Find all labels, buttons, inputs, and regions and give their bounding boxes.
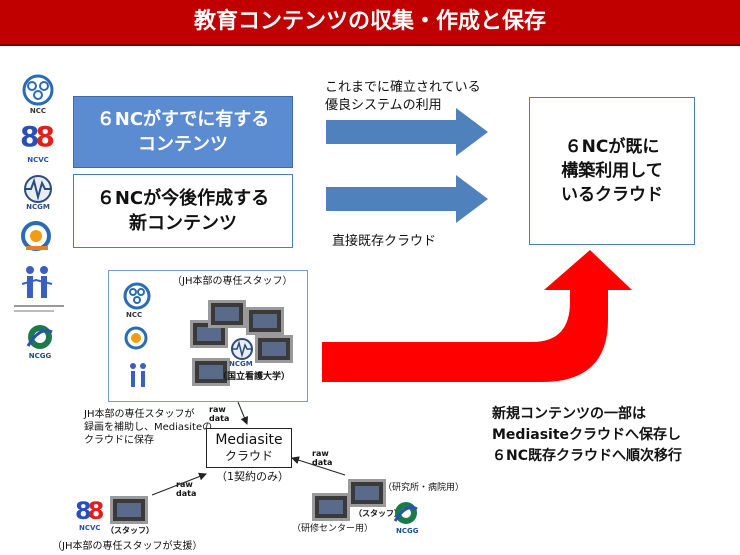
ncgg-logo: NCGG <box>20 322 60 366</box>
existing-cloud-label: ６NCが既に 構築利用して いるクラウド <box>561 137 663 205</box>
ncgm-school-label: （国立看護大学） <box>218 372 291 382</box>
video-thumb <box>312 493 350 521</box>
ncc-logo-icon <box>22 74 54 106</box>
existing-cloud-box: ６NCが既に 構築利用して いるクラウド <box>529 97 695 245</box>
raw-data-label: raw data <box>209 405 230 423</box>
ncvc-staff-label: （スタッフ） <box>106 526 154 535</box>
existing-content-label: ６NCがすでに有する コンテンツ <box>96 109 270 155</box>
raw-data-label: raw data <box>176 480 197 498</box>
jh-staff-note: JH本部の専任スタッフが 録画を補助し、Mediasiteの クラウドに保存 <box>84 409 213 446</box>
training-center-label: （研修センター用） <box>292 524 374 534</box>
ncc-logo-label: NCC <box>29 107 47 115</box>
nchd-logo-icon <box>21 221 51 251</box>
ncgg-logo-label: NCGG <box>28 352 52 360</box>
ncgg-bottom-label: NCGG <box>396 527 419 535</box>
video-thumb <box>192 358 230 386</box>
ncgg-logo-icon <box>26 325 53 349</box>
video-thumb <box>110 496 148 524</box>
research-label: （研究所・病院用） <box>383 483 465 493</box>
ncgm-globe-icon <box>24 175 52 203</box>
ncc-logo: NCC <box>20 74 56 118</box>
video-thumb <box>348 479 386 507</box>
ncgg-bottom-logo <box>393 502 418 524</box>
raw-data-label: raw data <box>312 449 333 467</box>
ncvc-bottom-logo: 88 <box>75 497 104 525</box>
ncgg-staff-label: （スタッフ） <box>354 509 402 518</box>
mediasite-contract: （1契約のみ） <box>216 470 289 483</box>
group-ncc-label: NCC <box>126 311 143 319</box>
ncnp-logo-text <box>14 302 64 314</box>
group-ncgm-label: NCGM <box>229 360 253 368</box>
new-content-box: ６NCが今後作成する 新コンテンツ <box>73 174 293 248</box>
video-thumb <box>208 300 246 328</box>
ncvc-logo-label: NCVC <box>27 156 49 164</box>
ncvc-bottom-label: NCVC <box>79 524 101 532</box>
mediasite-cloud-box: Mediasite クラウド <box>206 428 292 468</box>
page-title: 教育コンテンツの収集・作成と保存 <box>193 9 546 34</box>
ncvc-logo-mark: 88 <box>20 120 55 153</box>
group-ncc-logo <box>123 282 151 310</box>
ncvc-support-note: （JH本部の専任スタッフが支援） <box>52 541 203 552</box>
bottom-blue-arrow <box>326 175 488 223</box>
title-bar <box>0 0 740 46</box>
ncnp-logo <box>14 264 64 318</box>
new-content-label: ６NCが今後作成する 新コンテンツ <box>96 188 270 234</box>
ncgm-logo: NCGM <box>20 174 56 214</box>
group-nchd-logo <box>124 326 148 350</box>
mediasite-sub: クラウド <box>224 449 273 463</box>
group-ncgm-logo <box>231 338 253 360</box>
video-thumb <box>246 307 284 335</box>
ncnp-logo-icon <box>21 266 53 298</box>
red-curved-arrow <box>322 250 632 382</box>
nchd-logo <box>20 218 56 254</box>
video-thumb <box>255 335 293 363</box>
ncvc-logo: 88 NCVC <box>18 120 58 168</box>
migration-note: 新規コンテンツの一部は Mediasiteクラウドへ保存し ６NC既存クラウドへ… <box>492 406 682 464</box>
staff-group-label: （JH本部の専任スタッフ） <box>172 276 293 287</box>
ncgm-logo-label: NCGM <box>26 203 50 211</box>
existing-content-box: ６NCがすでに有する コンテンツ <box>73 96 293 168</box>
top-arrow-label: これまでに確立されている 優良システムの利用 <box>325 80 481 113</box>
group-ncnp-logo <box>130 363 146 387</box>
bottom-arrow-label: 直接既存クラウド <box>332 234 437 249</box>
top-blue-arrow <box>326 108 488 156</box>
mediasite-name: Mediasite <box>215 432 283 448</box>
